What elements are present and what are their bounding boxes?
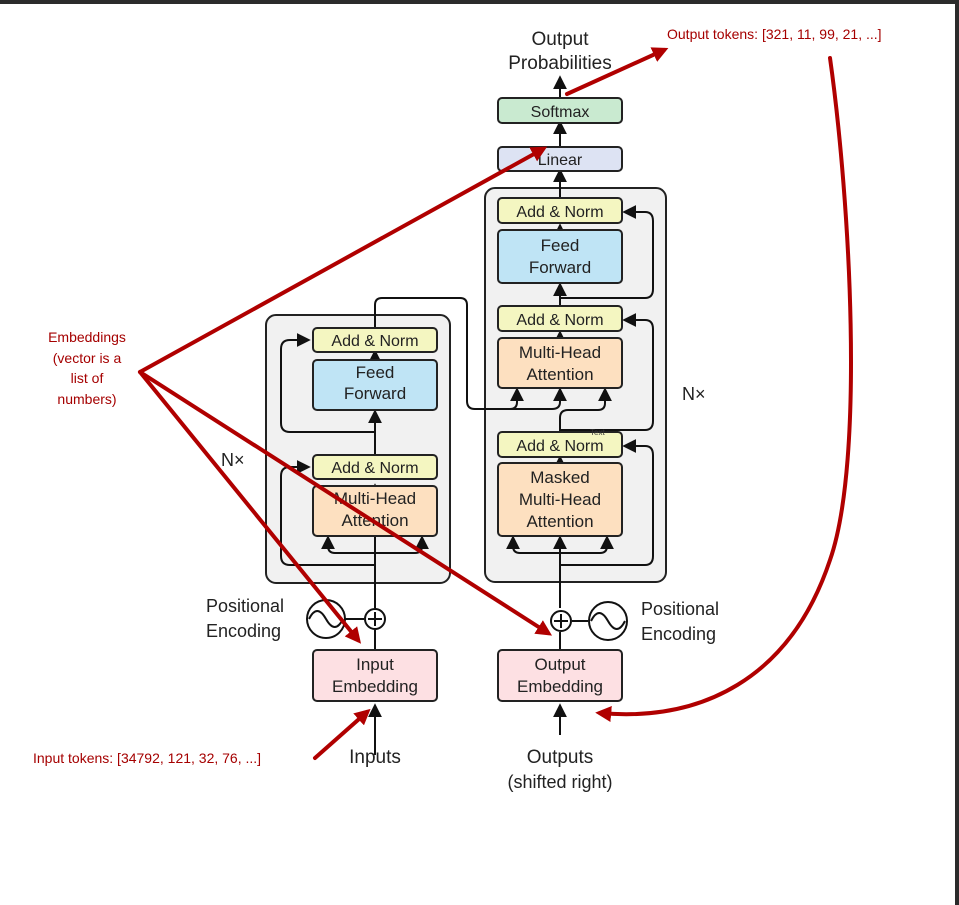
- decoder-nx-label: N×: [682, 384, 706, 404]
- encoder-add-circle: [364, 608, 386, 630]
- decoder-attention-label-2: Attention: [526, 365, 593, 384]
- decoder-masked-attention: [497, 462, 623, 537]
- decoder-add-norm-2-label: Add & Norm: [516, 312, 603, 329]
- decoder-attention-label-1: Multi-Head: [519, 343, 601, 362]
- encoder-feed-forward: [312, 359, 438, 411]
- encoder-feed-forward-label-2: Forward: [344, 384, 406, 403]
- decoder-add-norm-2: [497, 305, 623, 332]
- encoder-add-norm-2-label: Add & Norm: [331, 333, 418, 350]
- input-tokens-arrow: [313, 708, 371, 760]
- decoder-add-norm-1-label: Add & Norm: [516, 438, 603, 455]
- decoder-add-norm-3: [497, 197, 623, 224]
- embeddings-annotation-2: (vector is a: [53, 350, 122, 366]
- encoder-positional-label-1: Positional: [206, 596, 284, 616]
- encoder-nx-label: N×: [221, 450, 245, 470]
- softmax-block: [497, 97, 623, 124]
- masked-attention-label-1: Masked: [530, 468, 590, 487]
- outputs-label: Outputs: [527, 747, 594, 768]
- embeddings-arrow-to-linear: [138, 146, 548, 374]
- output-tokens-arrow: [565, 47, 669, 96]
- shifted-right-label: (shifted right): [507, 772, 612, 792]
- decoder-positional-label-1: Positional: [641, 599, 719, 619]
- masked-attention-label-3: Attention: [526, 512, 593, 531]
- output-embedding-label-1: Output: [534, 655, 585, 674]
- embeddings-arrow-to-input-embedding: [138, 370, 362, 644]
- decoder-positional-label-2: Encoding: [641, 624, 716, 644]
- window-right-border: [955, 0, 959, 905]
- masked-attention-label-2: Multi-Head: [519, 490, 601, 509]
- embeddings-annotation-4: numbers): [57, 391, 116, 407]
- linear-block: [497, 146, 623, 172]
- output-tokens-annotation: Output tokens: [321, 11, 99, 21, ...]: [667, 26, 882, 42]
- linear-label: Linear: [538, 152, 583, 169]
- encoder-positional-label-2: Encoding: [206, 621, 281, 641]
- decoder-positional-wave-icon: [588, 601, 628, 641]
- output-embedding-label-2: Embedding: [517, 677, 603, 696]
- encoder-feed-forward-label-1: Feed: [356, 363, 395, 382]
- tiny-text-label: Text: [590, 428, 605, 437]
- input-embedding-label-1: Input: [356, 655, 394, 674]
- embeddings-arrow-to-output-embedding: [138, 370, 553, 636]
- decoder-feed-forward-label-2: Forward: [529, 258, 591, 277]
- encoder-add-norm-1: [312, 454, 438, 480]
- output-probabilities-label-1: Output: [531, 29, 589, 50]
- embeddings-annotation-1: Embeddings: [48, 329, 126, 345]
- decoder-add-norm-1: [497, 431, 623, 458]
- decoder-feed-forward-label-1: Feed: [541, 236, 580, 255]
- output-probabilities-label-2: Probabilities: [508, 53, 612, 74]
- feedback-loop-arrow: [595, 56, 853, 722]
- input-embedding-label-2: Embedding: [332, 677, 418, 696]
- encoder-multi-head-attention: [312, 485, 438, 537]
- softmax-label: Softmax: [531, 104, 590, 121]
- decoder-add-circle: [550, 610, 572, 632]
- encoder-add-norm-2: [312, 327, 438, 353]
- encoder-attention-label-1: Multi-Head: [334, 489, 416, 508]
- output-embedding-block: [497, 649, 623, 702]
- embeddings-annotation-3: list of: [71, 370, 104, 386]
- decoder-add-norm-3-label: Add & Norm: [516, 204, 603, 221]
- decoder-multi-head-attention: [497, 337, 623, 389]
- window-top-border: [0, 0, 959, 4]
- inputs-label: Inputs: [349, 747, 401, 768]
- input-embedding-block: [312, 649, 438, 702]
- decoder-feed-forward: [497, 229, 623, 284]
- input-tokens-annotation: Input tokens: [34792, 121, 32, 76, ...]: [33, 750, 261, 766]
- encoder-add-norm-1-label: Add & Norm: [331, 460, 418, 477]
